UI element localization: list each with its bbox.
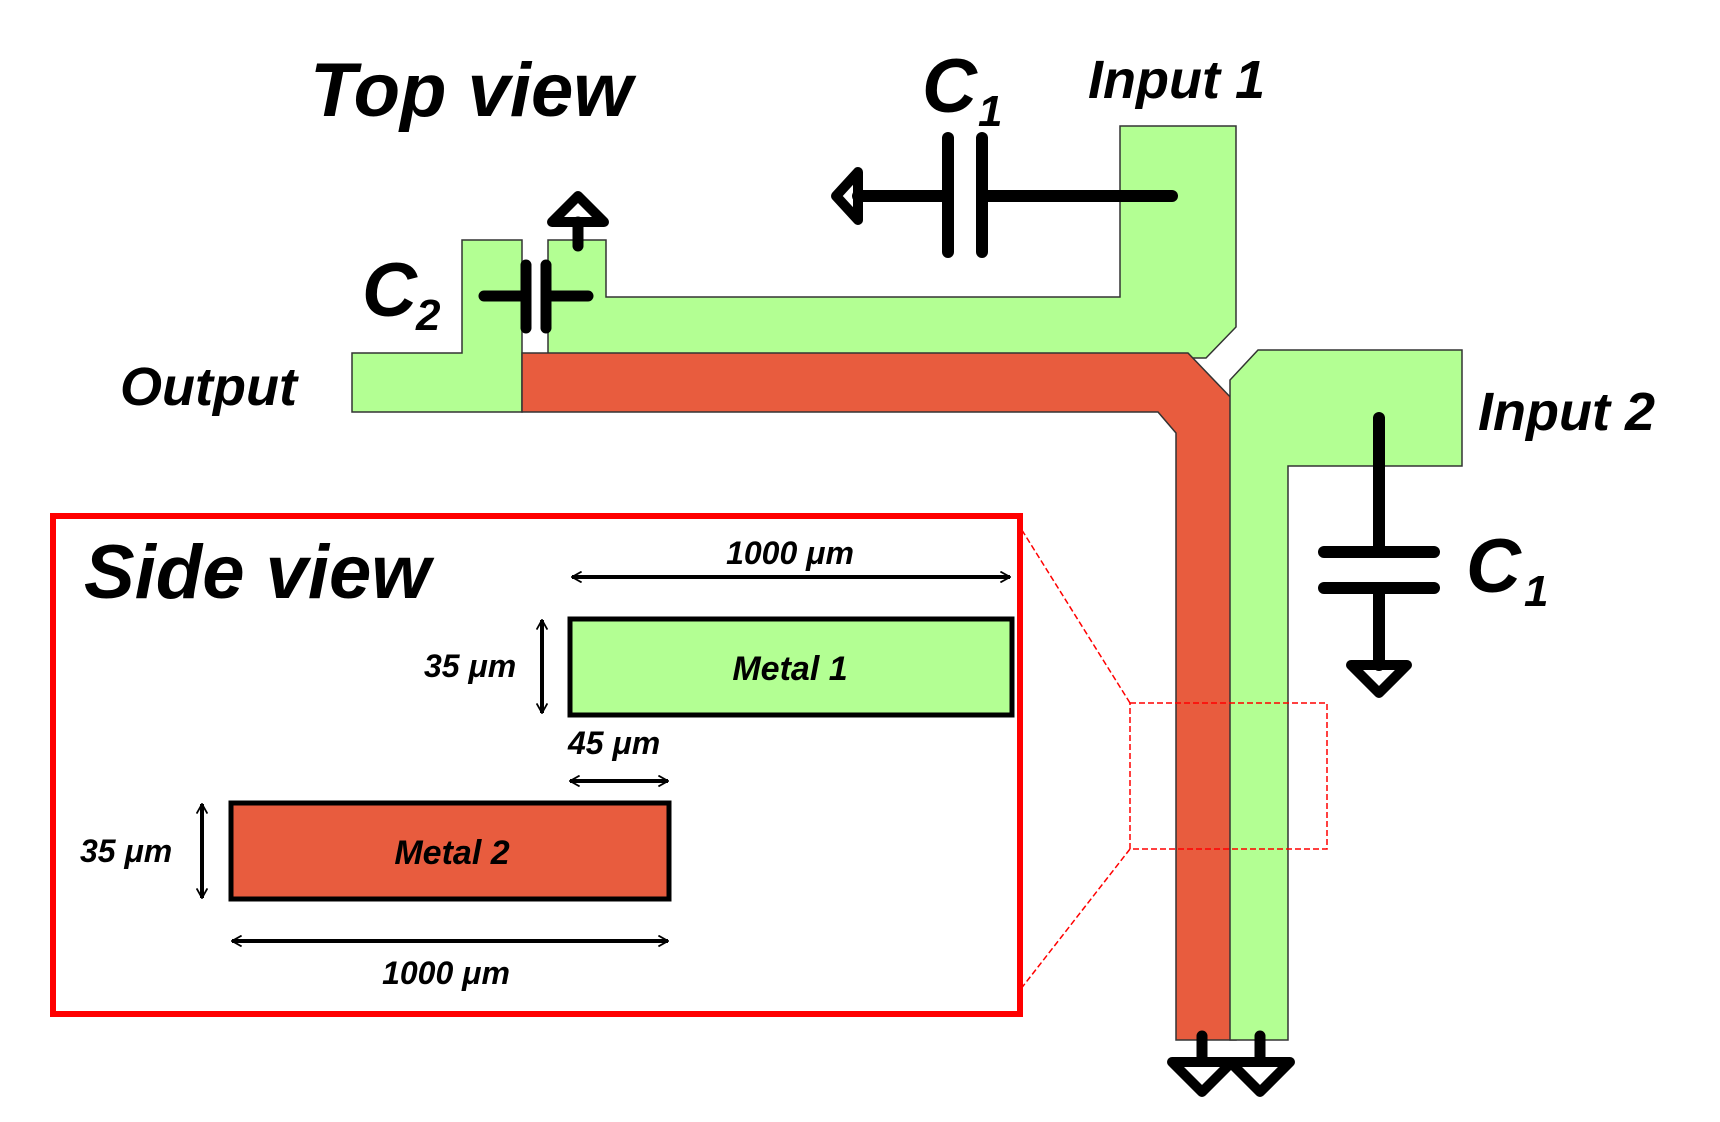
output-label: Output	[120, 357, 299, 417]
input2-label: Input 2	[1478, 382, 1655, 442]
ground-icon-metal1	[1225, 1030, 1295, 1097]
overlap-label: 45 μm	[567, 725, 660, 761]
input1-label: Input 1	[1088, 50, 1265, 110]
metal1-thickness-label: 35 μm	[424, 648, 516, 684]
output-pad-green	[351, 239, 523, 413]
zoom-callout	[1019, 526, 1328, 991]
metal2-label: Metal 2	[394, 834, 509, 872]
c2-capacitor	[478, 259, 594, 334]
side-view-title: Side view	[84, 530, 435, 615]
metal1-trace-input2	[1229, 349, 1463, 1041]
metal2-length-label: 1000 μm	[382, 955, 510, 991]
c2-label: C 2	[362, 248, 441, 340]
c1-top-capacitor	[831, 132, 1178, 258]
c1-right-capacitor	[1318, 412, 1440, 698]
c1-top-label: C 1	[922, 44, 1002, 136]
metal2-thickness-label: 35 μm	[80, 833, 172, 869]
metal2-trace	[521, 352, 1237, 1041]
metal2-bar	[228, 800, 672, 902]
metal1-length-label: 1000 μm	[726, 535, 854, 571]
svg-text:C: C	[362, 248, 418, 333]
top-view-title: Top view	[310, 48, 637, 133]
up-port-arrow	[547, 191, 609, 252]
svg-text:C: C	[1466, 524, 1522, 609]
metal1-trace-input1	[547, 125, 1237, 359]
side-view-frame	[50, 513, 1023, 1017]
svg-text:1: 1	[978, 87, 1002, 136]
c1-right-label: C 1	[1466, 524, 1548, 616]
svg-text:1: 1	[1524, 567, 1548, 616]
svg-text:2: 2	[415, 291, 441, 340]
ground-icon-metal2	[1167, 1030, 1237, 1097]
metal1-bar	[567, 616, 1015, 718]
svg-text:C: C	[922, 44, 978, 129]
metal1-label: Metal 1	[732, 650, 847, 688]
